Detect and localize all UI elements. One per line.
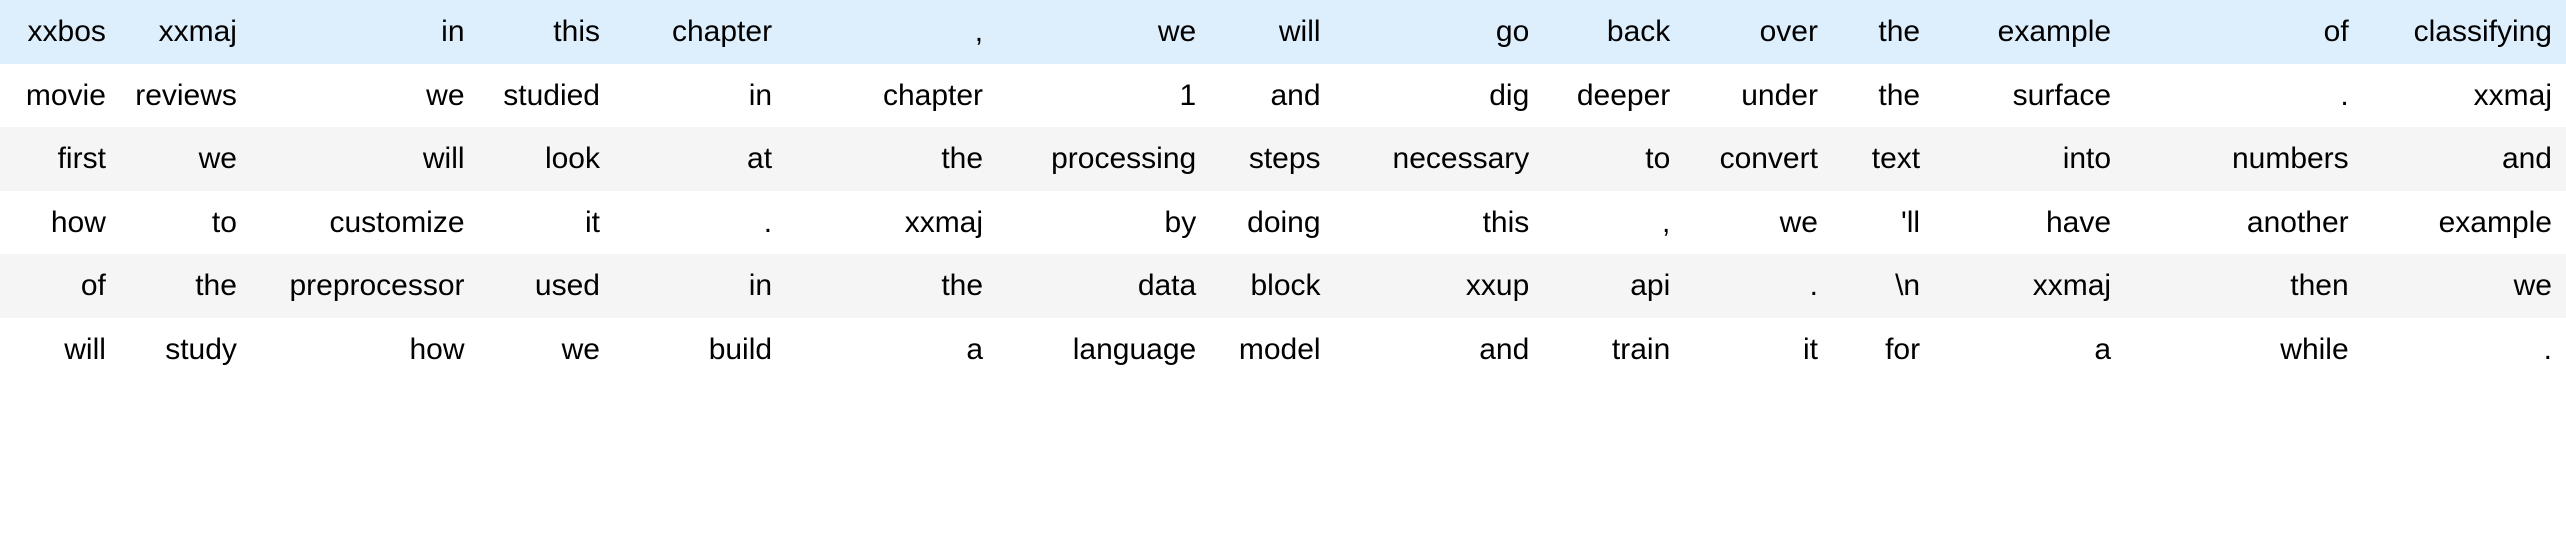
table-cell: a (1934, 317, 2126, 381)
table-cell: back (1543, 0, 1685, 64)
table-cell: 1 (997, 63, 1211, 127)
table-cell: and (1334, 317, 1544, 381)
table-cell: we (1684, 190, 1832, 254)
table-cell: we (478, 317, 614, 381)
table-cell: over (1684, 0, 1832, 64)
table-cell: build (613, 317, 787, 381)
table-cell: api (1543, 254, 1685, 318)
table-cell: numbers (2125, 127, 2363, 191)
table-cell: example (1934, 0, 2126, 64)
table-cell: the (786, 127, 998, 191)
table-cell: this (478, 0, 614, 64)
tokenized-text-table: xxbos xxmaj in this chapter , we will go… (0, 0, 2566, 381)
table-row: will study how we build a language model… (0, 317, 2566, 381)
table-cell: will (250, 127, 479, 191)
table-cell: . (1684, 254, 1832, 318)
table-cell: of (0, 254, 120, 318)
table-cell: block (1210, 254, 1335, 318)
table-cell: it (478, 190, 614, 254)
table-row: how to customize it . xxmaj by doing thi… (0, 190, 2566, 254)
table-cell: . (2125, 63, 2363, 127)
table-cell: to (1543, 127, 1685, 191)
table-cell: will (1210, 0, 1335, 64)
table-cell: go (1334, 0, 1544, 64)
table-cell: deeper (1543, 63, 1685, 127)
table-cell: in (250, 0, 479, 64)
table-cell: example (2362, 190, 2566, 254)
table-cell: train (1543, 317, 1685, 381)
table-cell: to (119, 190, 251, 254)
table-cell: xxbos (0, 0, 120, 64)
table-row: xxbos xxmaj in this chapter , we will go… (0, 0, 2566, 64)
table-cell: . (2362, 317, 2566, 381)
table-cell: customize (250, 190, 479, 254)
table-row: movie reviews we studied in chapter 1 an… (0, 63, 2566, 127)
table-cell: we (119, 127, 251, 191)
table-cell: study (119, 317, 251, 381)
table-cell: data (997, 254, 1211, 318)
table-cell: xxmaj (2362, 63, 2566, 127)
table-cell: this (1334, 190, 1544, 254)
table-cell: a (786, 317, 998, 381)
table-cell: how (0, 190, 120, 254)
table-cell: and (2362, 127, 2566, 191)
table-cell: look (478, 127, 614, 191)
table-cell: studied (478, 63, 614, 127)
table-cell: \n (1831, 254, 1935, 318)
table-cell: the (119, 254, 251, 318)
table-cell: text (1831, 127, 1935, 191)
table-cell: movie (0, 63, 120, 127)
table-cell: by (997, 190, 1211, 254)
table-cell: xxmaj (786, 190, 998, 254)
table-cell: into (1934, 127, 2126, 191)
table-cell: of (2125, 0, 2363, 64)
table-cell: in (613, 63, 787, 127)
table-cell: chapter (786, 63, 998, 127)
table-cell: surface (1934, 63, 2126, 127)
table-cell: reviews (119, 63, 251, 127)
table-cell: 'll (1831, 190, 1935, 254)
table-cell: another (2125, 190, 2363, 254)
table-cell: while (2125, 317, 2363, 381)
table-cell: we (250, 63, 479, 127)
table-cell: first (0, 127, 120, 191)
table-cell: chapter (613, 0, 787, 64)
table-cell: will (0, 317, 120, 381)
table-cell: processing (997, 127, 1211, 191)
table-cell: used (478, 254, 614, 318)
table-cell: dig (1334, 63, 1544, 127)
table-cell: the (1831, 63, 1935, 127)
table-cell: xxup (1334, 254, 1544, 318)
table-cell: under (1684, 63, 1832, 127)
table-cell: doing (1210, 190, 1335, 254)
table-cell: , (786, 0, 998, 64)
token-table-container: xxbos xxmaj in this chapter , we will go… (0, 0, 2566, 381)
table-cell: steps (1210, 127, 1335, 191)
table-cell: at (613, 127, 787, 191)
table-cell: have (1934, 190, 2126, 254)
table-cell: how (250, 317, 479, 381)
table-cell: and (1210, 63, 1335, 127)
table-cell: , (1543, 190, 1685, 254)
table-cell: it (1684, 317, 1832, 381)
table-body: xxbos xxmaj in this chapter , we will go… (0, 0, 2566, 381)
table-cell: classifying (2362, 0, 2566, 64)
table-cell: language (997, 317, 1211, 381)
table-row: first we will look at the processing ste… (0, 127, 2566, 191)
table-cell: in (613, 254, 787, 318)
table-cell: we (2362, 254, 2566, 318)
table-cell: convert (1684, 127, 1832, 191)
table-cell: model (1210, 317, 1335, 381)
table-cell: the (1831, 0, 1935, 64)
table-row: of the preprocessor used in the data blo… (0, 254, 2566, 318)
table-cell: the (786, 254, 998, 318)
table-cell: xxmaj (119, 0, 251, 64)
table-cell: xxmaj (1934, 254, 2126, 318)
table-cell: . (613, 190, 787, 254)
table-cell: for (1831, 317, 1935, 381)
table-cell: preprocessor (250, 254, 479, 318)
table-cell: we (997, 0, 1211, 64)
table-cell: then (2125, 254, 2363, 318)
table-cell: necessary (1334, 127, 1544, 191)
